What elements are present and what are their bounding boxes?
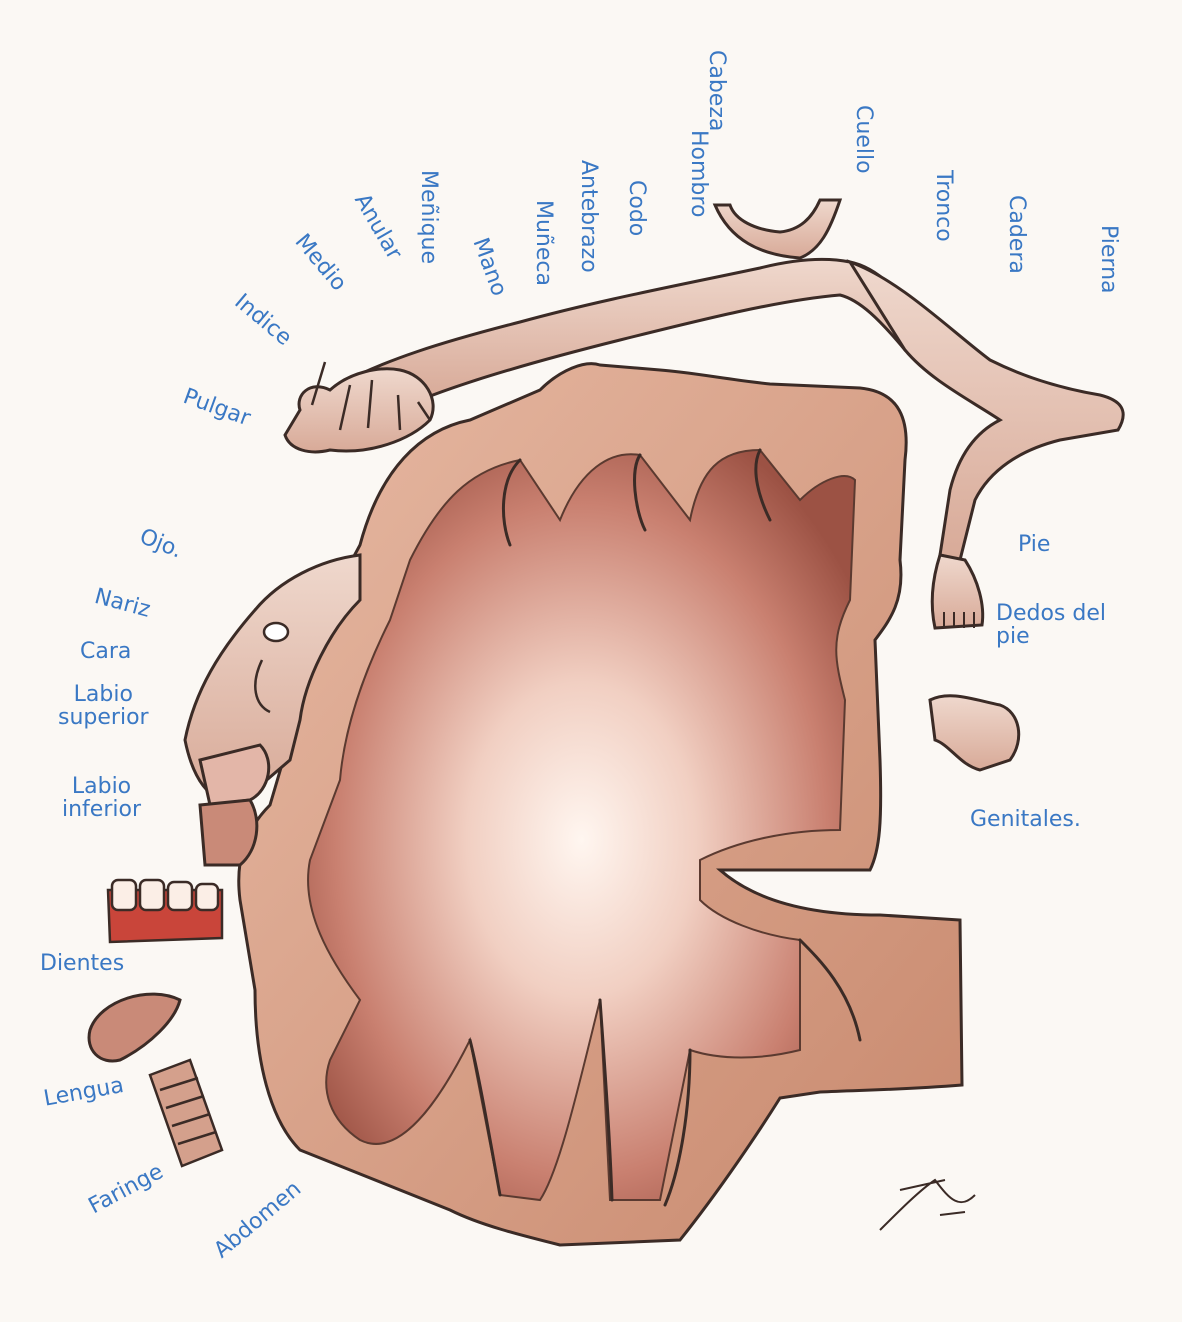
label-labio-inferior: Labio inferior [62, 775, 141, 821]
label-tronco: Tronco [932, 170, 955, 242]
label-antebrazo: Antebrazo [577, 160, 600, 273]
shoulder [715, 200, 840, 258]
tongue [89, 994, 180, 1061]
lower-lip [200, 800, 257, 865]
teeth [108, 880, 222, 942]
foot [932, 555, 982, 628]
label-genitales: Genitales. [970, 808, 1081, 831]
label-cadera: Cadera [1005, 195, 1028, 274]
hand [285, 369, 433, 452]
label-pierna: Pierna [1097, 225, 1120, 294]
label-pie: Pie [1018, 533, 1050, 556]
eye [264, 623, 288, 641]
signature [880, 1180, 975, 1230]
label-codo: Codo [625, 180, 648, 236]
label-dedos-del-pie: Dedos del pie [996, 602, 1106, 648]
label-cara: Cara [80, 640, 131, 663]
label-cuello: Cuello [852, 105, 875, 174]
label-labio-superior: Labio superior [58, 683, 149, 729]
pharynx [150, 1060, 222, 1166]
label-menique: Meñique [417, 170, 440, 264]
label-cabeza: Cabeza [705, 50, 728, 131]
label-dientes: Dientes [40, 952, 124, 975]
genitals [930, 696, 1019, 770]
label-hombro: Hombro [687, 130, 710, 217]
label-muneca: Muñeca [532, 200, 555, 286]
